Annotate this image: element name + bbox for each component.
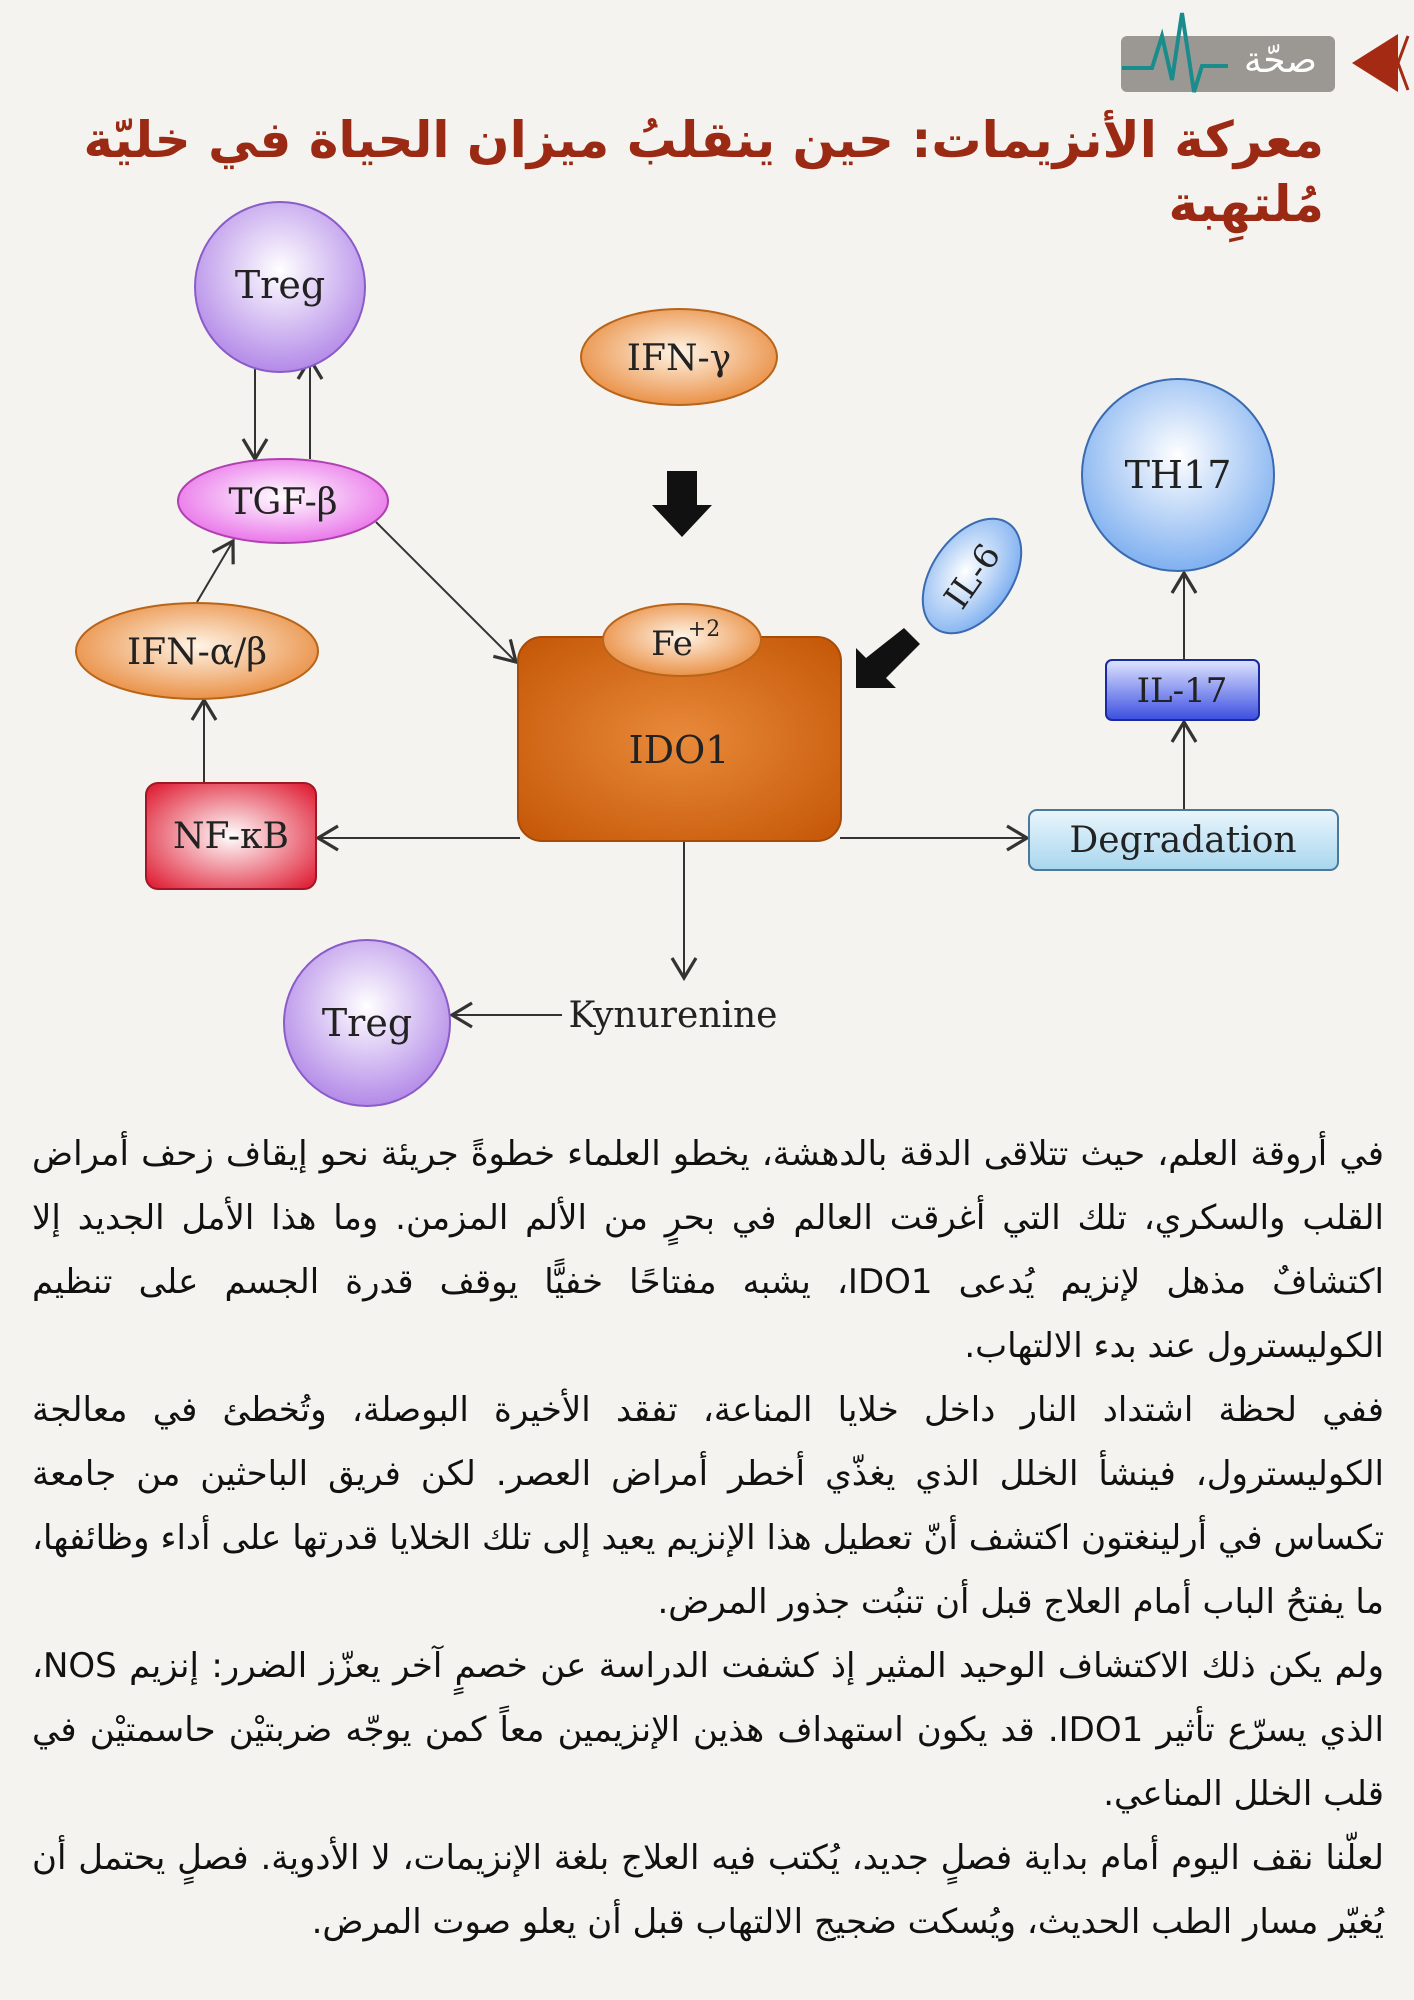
article-paragraph: ففي لحظة اشتداد النار داخل خلايا المناعة… [32, 1390, 1384, 1622]
il17-label: IL-17 [1137, 671, 1228, 711]
il17-node: IL-17 [1105, 659, 1260, 721]
fe-label: Fe [651, 624, 693, 664]
article-paragraph: ولم يكن ذلك الاكتشاف الوحيد المثير إذ كش… [32, 1646, 1384, 1814]
kynurenine-label: Kynurenine [568, 995, 777, 1036]
ifn-alpha-beta-label: IFN-α/β [127, 632, 267, 673]
tgf-to-ido1-arrow [375, 521, 519, 665]
ifn-gamma-label: IFN-γ [627, 338, 731, 379]
section-badge: صحّة [1121, 36, 1335, 92]
page-title: معركة الأنزيمات: حين ينقلبُ ميزان الحياة… [83, 111, 1324, 233]
ido1-label: IDO1 [629, 728, 730, 772]
ifn-gamma-node: IFN-γ [580, 308, 778, 406]
degradation-node: Degradation [1028, 809, 1339, 871]
section-label: صحّة [1243, 40, 1317, 81]
nf-kb-node: NF-κB [145, 782, 317, 890]
heartbeat-icon [1122, 12, 1228, 93]
il6-node: IL-6 [921, 517, 1023, 635]
ifn-to-tgf-arrow [196, 538, 235, 603]
fe-charge-label: +2 [688, 617, 720, 642]
tgf-beta-node: TGF-β [177, 458, 389, 544]
nf-kb-label: NF-κB [173, 816, 289, 857]
article-body: في أروقة العلم، حيث تتلاقى الدقة بالدهشة… [32, 1122, 1384, 1954]
down-arrow-icon [652, 471, 712, 537]
treg-top-node: Treg [194, 201, 366, 373]
ido1-pathway-diagram: Treg TGF-β IFN-α/β NF-κB IFN-γ IDO1 Fe +… [75, 201, 1339, 1107]
tgf-beta-label: TGF-β [228, 482, 337, 523]
th17-label: TH17 [1125, 453, 1232, 497]
ido1-node: IDO1 [517, 636, 842, 842]
fe-node: Fe +2 [602, 603, 762, 677]
treg-bottom-label: Treg [322, 1001, 412, 1045]
article-paragraph: في أروقة العلم، حيث تتلاقى الدقة بالدهشة… [32, 1134, 1384, 1366]
th17-node: TH17 [1081, 378, 1275, 572]
treg-bottom-node: Treg [283, 939, 451, 1107]
degradation-label: Degradation [1069, 820, 1296, 861]
ifn-alpha-beta-node: IFN-α/β [75, 602, 319, 700]
article-paragraph: لعلّنا نقف اليوم أمام بداية فصلٍ جديد، ي… [32, 1838, 1384, 1942]
diagonal-arrow-icon [856, 628, 920, 688]
treg-top-label: Treg [235, 263, 325, 307]
back-arrow-icon[interactable] [1348, 30, 1412, 96]
